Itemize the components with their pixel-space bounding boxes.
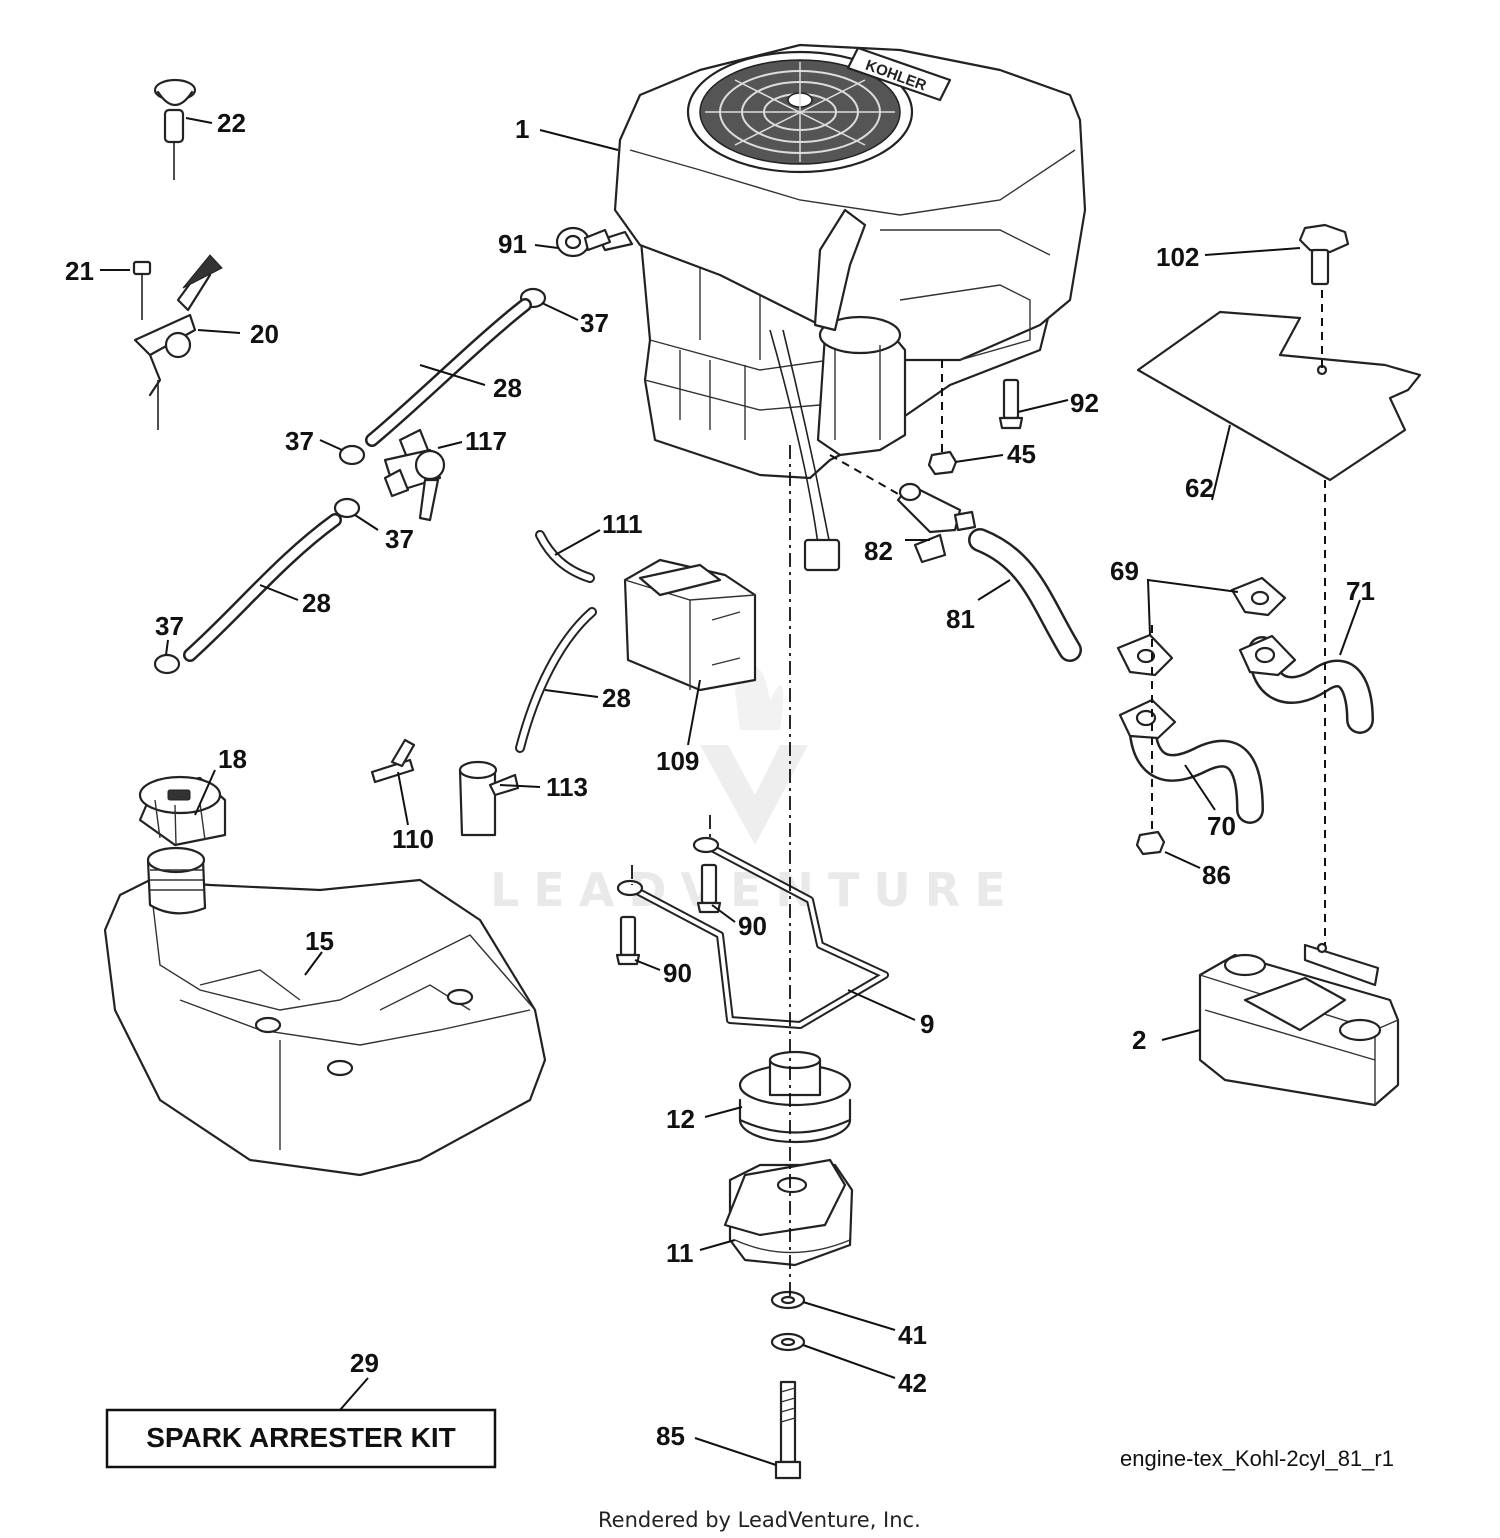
part-82-regulator bbox=[896, 482, 977, 564]
diagram-id: engine-tex_Kohl-2cyl_81_r1 bbox=[1120, 1446, 1394, 1471]
callout-28-upper: 28 bbox=[493, 373, 522, 403]
callout-37-a: 37 bbox=[580, 308, 609, 338]
callout-81: 81 bbox=[946, 604, 975, 634]
callout-1: 1 bbox=[515, 114, 529, 144]
part-9-shield-bracket bbox=[616, 836, 889, 1029]
callout-71: 71 bbox=[1346, 576, 1375, 606]
part-90-bolts bbox=[615, 863, 722, 966]
callout-37-c: 37 bbox=[385, 524, 414, 554]
part-22-knob bbox=[153, 78, 197, 180]
callout-28-lower: 28 bbox=[302, 588, 331, 618]
part-41-42-washers bbox=[770, 1290, 806, 1352]
part-91-hose-fitting bbox=[555, 226, 612, 258]
callout-labels: 1 2 9 11 12 15 18 20 21 22 28 28 28 37 3… bbox=[65, 108, 1375, 1451]
callout-37-b: 37 bbox=[285, 426, 314, 456]
watermark: LEADVENTURE bbox=[490, 667, 1020, 917]
part-81-hose bbox=[968, 528, 1082, 662]
part-2-muffler bbox=[1198, 942, 1400, 1107]
watermark-text: LEADVENTURE bbox=[490, 863, 1020, 917]
part-engine: KOHLER bbox=[598, 43, 1087, 572]
callout-28-vent: 28 bbox=[602, 683, 631, 713]
part-18-fuel-cap bbox=[138, 775, 227, 847]
callout-2: 2 bbox=[1132, 1025, 1146, 1055]
part-62-heat-shield bbox=[1136, 310, 1422, 482]
part-117-fuel-shutoff-valve bbox=[383, 428, 446, 522]
callout-22: 22 bbox=[217, 108, 246, 138]
part-12-pulley bbox=[738, 1050, 852, 1144]
callout-41: 41 bbox=[898, 1320, 927, 1350]
part-45-92-hardware bbox=[927, 378, 1024, 476]
callout-91: 91 bbox=[498, 229, 527, 259]
part-86-nut bbox=[1135, 830, 1166, 856]
leader-lines bbox=[100, 117, 1361, 1466]
callout-109: 109 bbox=[656, 746, 699, 776]
spark-arrester-kit-label: SPARK ARRESTER KIT bbox=[146, 1422, 456, 1453]
callout-9: 9 bbox=[920, 1009, 934, 1039]
callout-62: 62 bbox=[1185, 473, 1214, 503]
callout-113: 113 bbox=[546, 772, 588, 802]
part-15-fuel-tank bbox=[103, 846, 547, 1177]
callout-18: 18 bbox=[218, 744, 247, 774]
callout-82: 82 bbox=[864, 536, 893, 566]
part-28-fuel-hoses bbox=[183, 298, 597, 753]
part-11-clutch bbox=[723, 1158, 854, 1267]
part-70-exhaust-pipe bbox=[1118, 698, 1264, 824]
callout-12: 12 bbox=[666, 1104, 695, 1134]
callout-111: 111 bbox=[602, 509, 643, 539]
alignment-lines bbox=[631, 290, 1326, 1300]
callout-42: 42 bbox=[898, 1368, 927, 1398]
callout-90-a: 90 bbox=[738, 911, 767, 941]
rendered-by-footer: Rendered by LeadVenture, Inc. bbox=[598, 1508, 921, 1532]
part-113-check-valve bbox=[458, 760, 520, 837]
part-20-throttle-control bbox=[132, 254, 223, 430]
part-69-gaskets bbox=[1116, 576, 1287, 677]
part-71-exhaust-pipe bbox=[1238, 634, 1374, 734]
callout-102: 102 bbox=[1156, 242, 1199, 272]
callout-20: 20 bbox=[250, 319, 279, 349]
part-111-vent-hose bbox=[535, 530, 595, 583]
part-109-carbon-canister bbox=[623, 558, 757, 692]
callout-90-b: 90 bbox=[663, 958, 692, 988]
spark-arrester-kit-box: SPARK ARRESTER KIT bbox=[105, 1408, 497, 1469]
part-85-bolt bbox=[774, 1380, 802, 1480]
callout-37-d: 37 bbox=[155, 611, 184, 641]
callout-70: 70 bbox=[1207, 811, 1236, 841]
callout-29: 29 bbox=[350, 1348, 379, 1378]
callout-15: 15 bbox=[305, 926, 334, 956]
callout-110: 110 bbox=[392, 824, 434, 854]
callout-117: 117 bbox=[465, 426, 507, 456]
callout-11: 11 bbox=[666, 1238, 694, 1268]
callout-86: 86 bbox=[1202, 860, 1231, 890]
callout-92: 92 bbox=[1070, 388, 1099, 418]
part-110-tee-fitting bbox=[370, 738, 416, 784]
part-102-knob bbox=[1298, 223, 1350, 286]
callout-85: 85 bbox=[656, 1421, 685, 1451]
callout-21: 21 bbox=[65, 256, 94, 286]
callout-45: 45 bbox=[1007, 439, 1036, 469]
callout-69: 69 bbox=[1110, 556, 1139, 586]
